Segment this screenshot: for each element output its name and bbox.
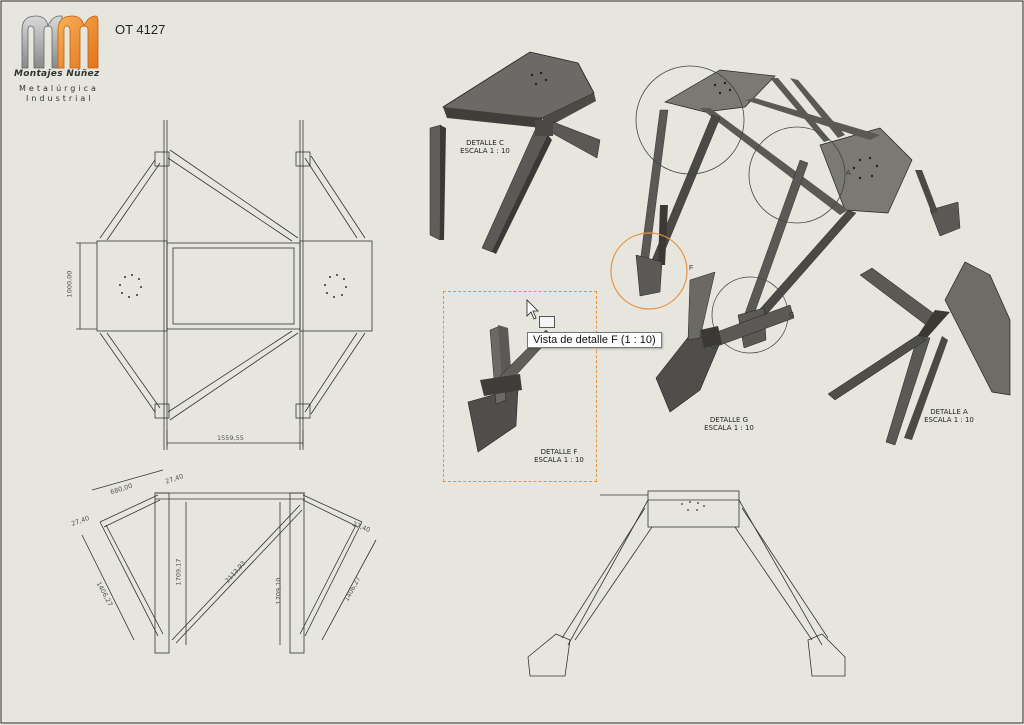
- detail-a-scale: ESCALA 1 : 10: [924, 416, 974, 424]
- marker-a: A: [846, 170, 851, 177]
- company-subtitle-1: Metalúrgica: [19, 84, 99, 93]
- detail-f-label[interactable]: DETALLE F ESCALA 1 : 10: [529, 448, 589, 464]
- detail-circle-c: [635, 65, 745, 175]
- detail-f-selection-box[interactable]: [443, 291, 597, 482]
- detail-view-tooltip: Vista de detalle F (1 : 10): [527, 332, 662, 348]
- marker-f: F: [689, 265, 694, 272]
- view-handle-icon[interactable]: [539, 316, 555, 328]
- company-subtitle-2: Industrial: [26, 94, 94, 103]
- detail-circle-f-highlighted: [610, 232, 688, 310]
- bolt-pattern-side: [681, 501, 705, 511]
- dim-d8[interactable]: 1709,10: [274, 577, 283, 605]
- isometric-view: [610, 65, 961, 354]
- dim-d6[interactable]: 1709,17: [174, 558, 183, 586]
- detail-c-title: DETALLE C: [466, 139, 504, 147]
- detail-f-scale: ESCALA 1 : 10: [534, 456, 584, 464]
- detail-g-label[interactable]: DETALLE G ESCALA 1 : 10: [698, 416, 760, 432]
- company-logo-mark: [21, 15, 99, 69]
- detail-a-title: DETALLE A: [930, 408, 968, 416]
- side-view: [527, 490, 846, 677]
- order-number: OT 4127: [115, 22, 166, 37]
- detail-c-scale: ESCALA 1 : 10: [460, 147, 510, 155]
- bolt-pattern-right: [324, 274, 347, 298]
- detail-a-render: [827, 261, 1011, 446]
- detail-g-scale: ESCALA 1 : 10: [704, 424, 754, 432]
- top-view: [76, 120, 373, 450]
- mouse-cursor-icon: [526, 299, 539, 320]
- detail-g-render: [655, 271, 795, 413]
- detail-g-title: DETALLE G: [709, 416, 749, 424]
- front-view: [81, 469, 377, 654]
- dim-height[interactable]: 1000,00: [65, 270, 74, 298]
- company-name: Montajes Núñez: [14, 69, 100, 79]
- dim-width[interactable]: 1559,55: [217, 434, 244, 442]
- detail-c-render: [429, 51, 601, 254]
- detail-f-title: DETALLE F: [540, 448, 578, 456]
- detail-circle-a: [748, 126, 846, 224]
- marker-g: G: [789, 312, 795, 319]
- detail-c-label[interactable]: DETALLE C ESCALA 1 : 10: [455, 139, 515, 155]
- detail-a-label[interactable]: DETALLE A ESCALA 1 : 10: [918, 408, 980, 424]
- bolt-pattern-left: [119, 274, 142, 298]
